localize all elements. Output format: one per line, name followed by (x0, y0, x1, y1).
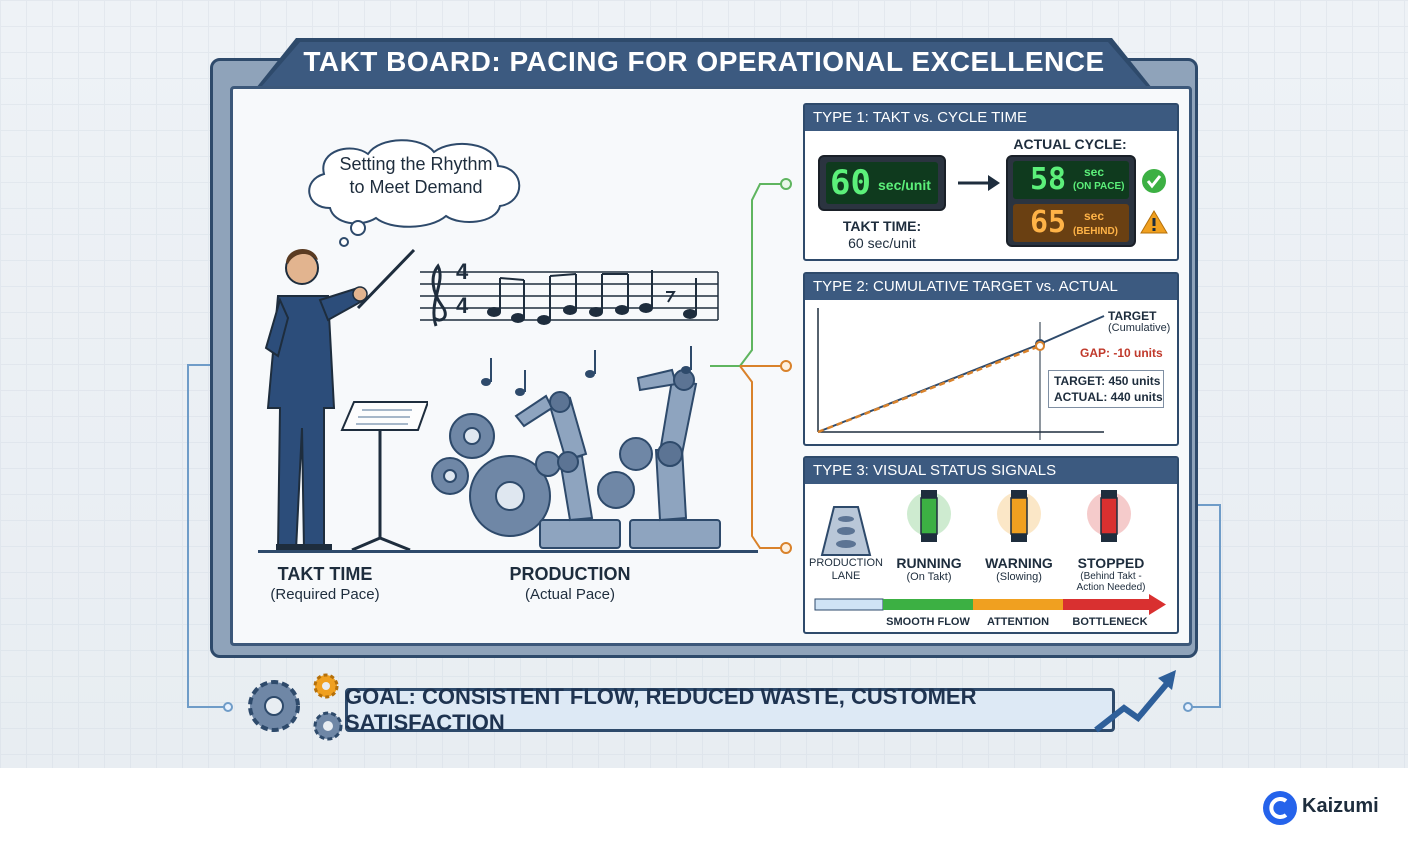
on-pace-value: 58 (1030, 162, 1067, 197)
title-banner (256, 38, 1152, 88)
production-label: PRODUCTION (509, 564, 631, 584)
cumulative-chart (817, 308, 1105, 440)
arrow-right-icon (958, 175, 1000, 191)
branch-connectors (710, 178, 792, 554)
series-line-target (817, 343, 1041, 433)
stopped-label: STOPPED (1077, 555, 1145, 571)
on-pace-screen (1013, 161, 1129, 199)
gap-label: GAP: -10 units (1080, 346, 1163, 360)
music-stand (340, 401, 428, 552)
panel3-header: TYPE 3: VISUAL STATUS SIGNALS (805, 458, 1177, 484)
goal-text: GOAL: CONSISTENT FLOW, REDUCED WASTE, CU… (345, 684, 977, 735)
series-line-extension (1039, 315, 1105, 345)
running-label: RUNNING (896, 555, 962, 571)
takt-display-unit: sec/unit (878, 177, 931, 193)
production-lane-icon (820, 506, 872, 556)
smooth-flow-label: SMOOTH FLOW (886, 616, 970, 628)
panel1-header: TYPE 1: TAKT vs. CYCLE TIME (805, 105, 1177, 131)
stage-floor (258, 550, 758, 553)
page-title: TAKT BOARD: PACING FOR OPERATIONAL EXCEL… (303, 46, 1105, 77)
on-pace-status: (ON PACE) (1073, 181, 1125, 192)
actual-cycle-label: ACTUAL CYCLE: (1013, 136, 1127, 152)
warning-sub: (Slowing) (996, 571, 1042, 583)
check-icon (1142, 169, 1166, 193)
goal-banner (345, 688, 1115, 732)
takt-time-sub: (Required Pace) (270, 586, 380, 603)
green-light-icon (907, 490, 951, 542)
behind-status: (BEHIND) (1073, 226, 1118, 237)
panel2-header: TYPE 2: CUMULATIVE TARGET vs. ACTUAL (805, 274, 1177, 300)
bubble-line1: Setting the Rhythm (339, 154, 493, 174)
lane-label-1: PRODUCTION (809, 557, 883, 569)
target-label: TARGET (1108, 309, 1157, 323)
production-sub: (Actual Pace) (524, 586, 616, 603)
takt-time-label: TAKT TIME (277, 564, 373, 584)
target-value: TARGET: 450 units (1054, 374, 1161, 388)
time-sig-top: 4 (456, 259, 469, 284)
attention-label: ATTENTION (986, 616, 1050, 628)
bottleneck-label: BOTTLENECK (1072, 616, 1148, 628)
series-point-actual (1035, 340, 1045, 351)
behind-unit: sec (1084, 209, 1105, 223)
flow-bar (814, 594, 1166, 615)
target-sub: (Cumulative) (1108, 322, 1171, 334)
thought-bubble (308, 139, 521, 228)
takt-caption-line2: 60 sec/unit (848, 235, 916, 251)
red-light-icon (1087, 490, 1131, 542)
warning-label: WARNING (985, 555, 1053, 571)
stopped-sub-1: (Behind Takt - (1080, 571, 1142, 582)
brand-name: Kaizumi (1302, 795, 1379, 817)
behind-screen (1013, 204, 1129, 242)
takt-display-value: 60 (830, 163, 871, 203)
lane-label-2: LANE (831, 570, 861, 582)
takt-display-screen (826, 162, 938, 204)
conductor-figure (264, 248, 416, 552)
value-callout (1048, 370, 1164, 408)
takt-caption-line1: TAKT TIME: (842, 218, 922, 234)
warning-icon (1140, 210, 1168, 234)
trend-arrow-icon (1094, 670, 1176, 733)
stopped-sub-2: Action Needed) (1076, 582, 1146, 593)
bubble-dots (339, 220, 366, 247)
behind-value: 65 (1030, 205, 1067, 240)
on-pace-unit: sec (1084, 165, 1105, 179)
production-machines (431, 346, 721, 549)
actual-value: ACTUAL: 440 units (1054, 390, 1163, 404)
kaizumi-logo-icon (1263, 791, 1297, 825)
panel-cumulative: TYPE 2: CUMULATIVE TARGET vs. ACTUAL (803, 272, 1179, 446)
time-sig-bottom: 4 (456, 293, 469, 318)
amber-light-icon (997, 490, 1041, 542)
bubble-line2: to Meet Demand (349, 177, 483, 197)
goal-gears-icon (248, 673, 343, 741)
music-staff (420, 263, 719, 327)
running-sub: (On Takt) (906, 571, 952, 583)
